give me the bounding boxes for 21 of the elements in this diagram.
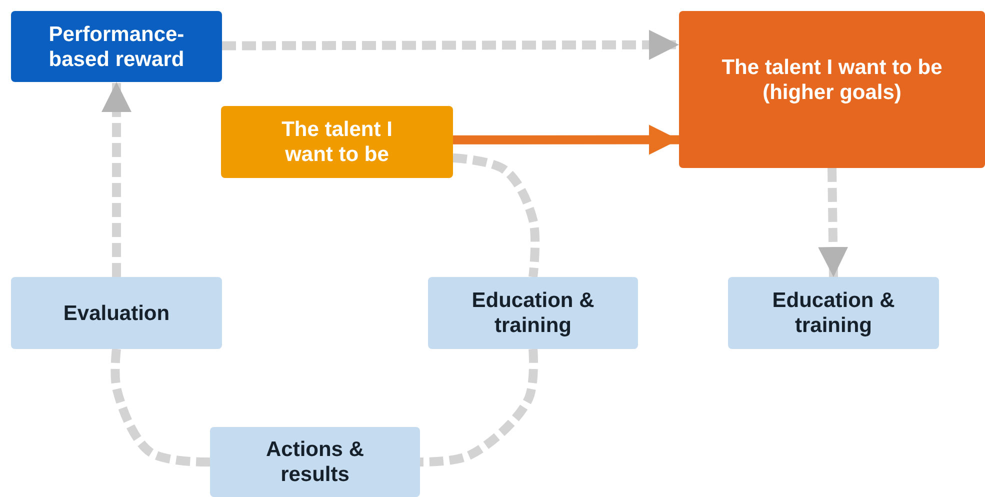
node-label: Performance-based reward — [48, 22, 186, 72]
arrow — [453, 124, 679, 155]
arrow — [102, 82, 132, 277]
process-box — [11, 277, 222, 349]
process-box — [428, 277, 638, 349]
node-label: Education & training — [470, 288, 596, 338]
arrow — [222, 30, 679, 60]
connector-line — [452, 153, 540, 278]
process-box — [728, 277, 939, 349]
node-label: Education & training — [771, 288, 896, 338]
node-label: The talent I want to be — [280, 117, 394, 167]
process-box — [210, 427, 420, 497]
connector-line — [420, 348, 538, 467]
node-label: Evaluation — [63, 300, 170, 326]
node-label: The talent I want to be (higher goals) — [720, 54, 944, 104]
goal-box — [679, 11, 985, 168]
reward-box — [11, 11, 222, 82]
arrow — [818, 168, 848, 278]
talent-box — [221, 106, 453, 178]
connector-line — [110, 348, 210, 467]
node-label: Actions & results — [264, 437, 365, 487]
